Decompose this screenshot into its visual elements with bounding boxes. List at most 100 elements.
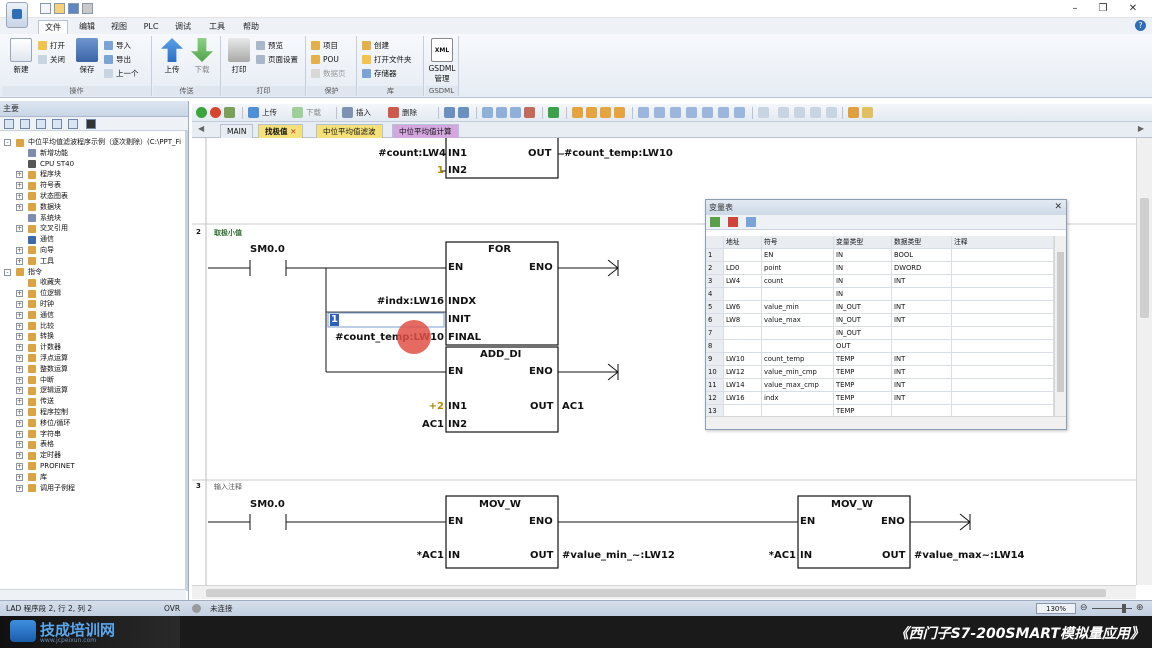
table-cell[interactable]: LW16 bbox=[724, 392, 762, 404]
delete-button[interactable]: 删除 bbox=[402, 108, 417, 117]
close-icon[interactable]: ✕ bbox=[1128, 3, 1138, 14]
editor-vscrollbar[interactable] bbox=[1136, 138, 1152, 585]
table-cell[interactable]: count bbox=[762, 275, 834, 287]
expand-icon[interactable]: + bbox=[16, 344, 23, 352]
export-button[interactable]: 导出 bbox=[104, 54, 131, 65]
table-cell[interactable] bbox=[724, 249, 762, 261]
tree-item[interactable]: +时钟 bbox=[0, 299, 186, 310]
help-icon[interactable]: ? bbox=[1135, 20, 1146, 31]
close-icon[interactable]: ✕ bbox=[1054, 202, 1062, 212]
table-cell[interactable] bbox=[952, 353, 1054, 365]
tab-median-filter[interactable]: 中位平均值滤波 bbox=[316, 124, 383, 138]
column-header[interactable] bbox=[706, 236, 724, 248]
comment-icon[interactable] bbox=[810, 107, 821, 118]
page-setup-button[interactable]: 页面设置 bbox=[256, 54, 298, 65]
table-cell[interactable]: TEMP bbox=[834, 392, 892, 404]
expand-icon[interactable]: + bbox=[16, 246, 23, 254]
table-cell[interactable] bbox=[952, 314, 1054, 326]
expand-icon[interactable]: + bbox=[16, 192, 23, 200]
table-cell[interactable]: value_max_cmp bbox=[762, 379, 834, 391]
memory-button[interactable]: 存储器 bbox=[362, 68, 397, 79]
table-cell[interactable]: LW6 bbox=[724, 301, 762, 313]
table-cell[interactable]: INT bbox=[892, 366, 952, 378]
import-button[interactable]: 导入 bbox=[104, 40, 131, 51]
restore-icon[interactable]: ❐ bbox=[1098, 3, 1108, 14]
table-cell[interactable] bbox=[952, 405, 1054, 416]
expand-icon[interactable]: + bbox=[16, 484, 23, 492]
tab-find-extreme[interactable]: 找极值 ✕ bbox=[258, 124, 304, 138]
table-cell[interactable] bbox=[952, 301, 1054, 313]
bookmark-next-icon[interactable] bbox=[586, 107, 597, 118]
pencil-icon[interactable] bbox=[848, 107, 859, 118]
table-cell[interactable]: OUT bbox=[834, 340, 892, 352]
expand-icon[interactable]: + bbox=[16, 387, 23, 395]
bookmark-prev-icon[interactable] bbox=[600, 107, 611, 118]
table-cell[interactable]: LW4 bbox=[724, 275, 762, 287]
tree-item[interactable]: +字符串 bbox=[0, 429, 186, 440]
zoom-slider[interactable] bbox=[1092, 608, 1132, 609]
table-icon[interactable] bbox=[778, 107, 789, 118]
tree-item[interactable]: +转换 bbox=[0, 331, 186, 342]
collapse-icon[interactable]: - bbox=[4, 268, 11, 276]
table-cell[interactable] bbox=[952, 379, 1054, 391]
tab-median-calc[interactable]: 中位平均值计算 bbox=[392, 124, 459, 138]
variable-table-hscrollbar[interactable] bbox=[706, 416, 1066, 429]
column-header[interactable]: 地址 bbox=[724, 236, 762, 248]
tree-item[interactable]: -中位平均值滤波程序示例（逐次剔除）(C:\PPT_Fi bbox=[0, 137, 186, 148]
table-cell[interactable] bbox=[724, 405, 762, 416]
tree-item[interactable]: +逻辑运算 bbox=[0, 385, 186, 396]
tree-item[interactable]: +库 bbox=[0, 472, 186, 483]
protect-pou-button[interactable]: POU bbox=[311, 54, 339, 65]
line-right-icon[interactable] bbox=[686, 107, 697, 118]
tree-item[interactable]: +通信 bbox=[0, 310, 186, 321]
column-header[interactable]: 数据类型 bbox=[892, 236, 952, 248]
add-in2-operand[interactable]: AC1 bbox=[421, 419, 444, 430]
table-cell[interactable]: value_min_cmp bbox=[762, 366, 834, 378]
table-cell[interactable]: IN bbox=[834, 249, 892, 261]
expand-icon[interactable]: + bbox=[16, 171, 23, 179]
tab-scroll-left-icon[interactable]: ◀ bbox=[198, 124, 205, 133]
add-out-operand[interactable]: AC1 bbox=[562, 401, 585, 412]
table-cell[interactable]: IN_OUT bbox=[834, 327, 892, 339]
table-cell[interactable] bbox=[762, 340, 834, 352]
line-left-icon[interactable] bbox=[670, 107, 681, 118]
table-cell[interactable]: EN bbox=[762, 249, 834, 261]
menu-tab-tools[interactable]: 工具 bbox=[209, 22, 225, 31]
table-cell[interactable] bbox=[952, 327, 1054, 339]
preview-button[interactable]: 预览 bbox=[256, 40, 283, 51]
bookmark-icon[interactable] bbox=[572, 107, 583, 118]
expand-icon[interactable]: + bbox=[16, 311, 23, 319]
net1-in1-operand[interactable]: #count:LW4 bbox=[378, 148, 446, 159]
monitor-icon[interactable] bbox=[444, 107, 455, 118]
table-cell[interactable] bbox=[952, 392, 1054, 404]
save-icon[interactable] bbox=[68, 3, 79, 14]
network-comment[interactable]: 输入注释 bbox=[214, 483, 242, 491]
table-cell[interactable]: IN bbox=[834, 288, 892, 300]
symbol-icon[interactable] bbox=[758, 107, 769, 118]
table-cell[interactable]: value_min bbox=[762, 301, 834, 313]
open-folder-icon[interactable] bbox=[54, 3, 65, 14]
table-cell[interactable] bbox=[724, 340, 762, 352]
table-cell[interactable]: point bbox=[762, 262, 834, 274]
tab-close-icon[interactable]: ✕ bbox=[290, 127, 297, 136]
monitor-icon[interactable] bbox=[86, 119, 96, 129]
view-icon[interactable] bbox=[20, 119, 30, 129]
menu-tab-help[interactable]: 帮助 bbox=[243, 22, 259, 31]
expand-icon[interactable]: + bbox=[16, 225, 23, 233]
table-cell[interactable]: INT bbox=[892, 392, 952, 404]
insert-row-icon[interactable] bbox=[710, 217, 720, 227]
tree-item[interactable]: +传送 bbox=[0, 396, 186, 407]
contact-icon[interactable] bbox=[638, 107, 649, 118]
app-menu-icon[interactable] bbox=[6, 2, 28, 28]
scroll-thumb[interactable] bbox=[1140, 198, 1149, 318]
save-button[interactable]: 保存 bbox=[72, 38, 102, 82]
tree-item[interactable]: CPU ST40 bbox=[0, 159, 186, 170]
table-cell[interactable] bbox=[952, 288, 1054, 300]
table-cell[interactable]: LW14 bbox=[724, 379, 762, 391]
table-cell[interactable]: INT bbox=[892, 353, 952, 365]
table-cell[interactable]: INT bbox=[892, 275, 952, 287]
